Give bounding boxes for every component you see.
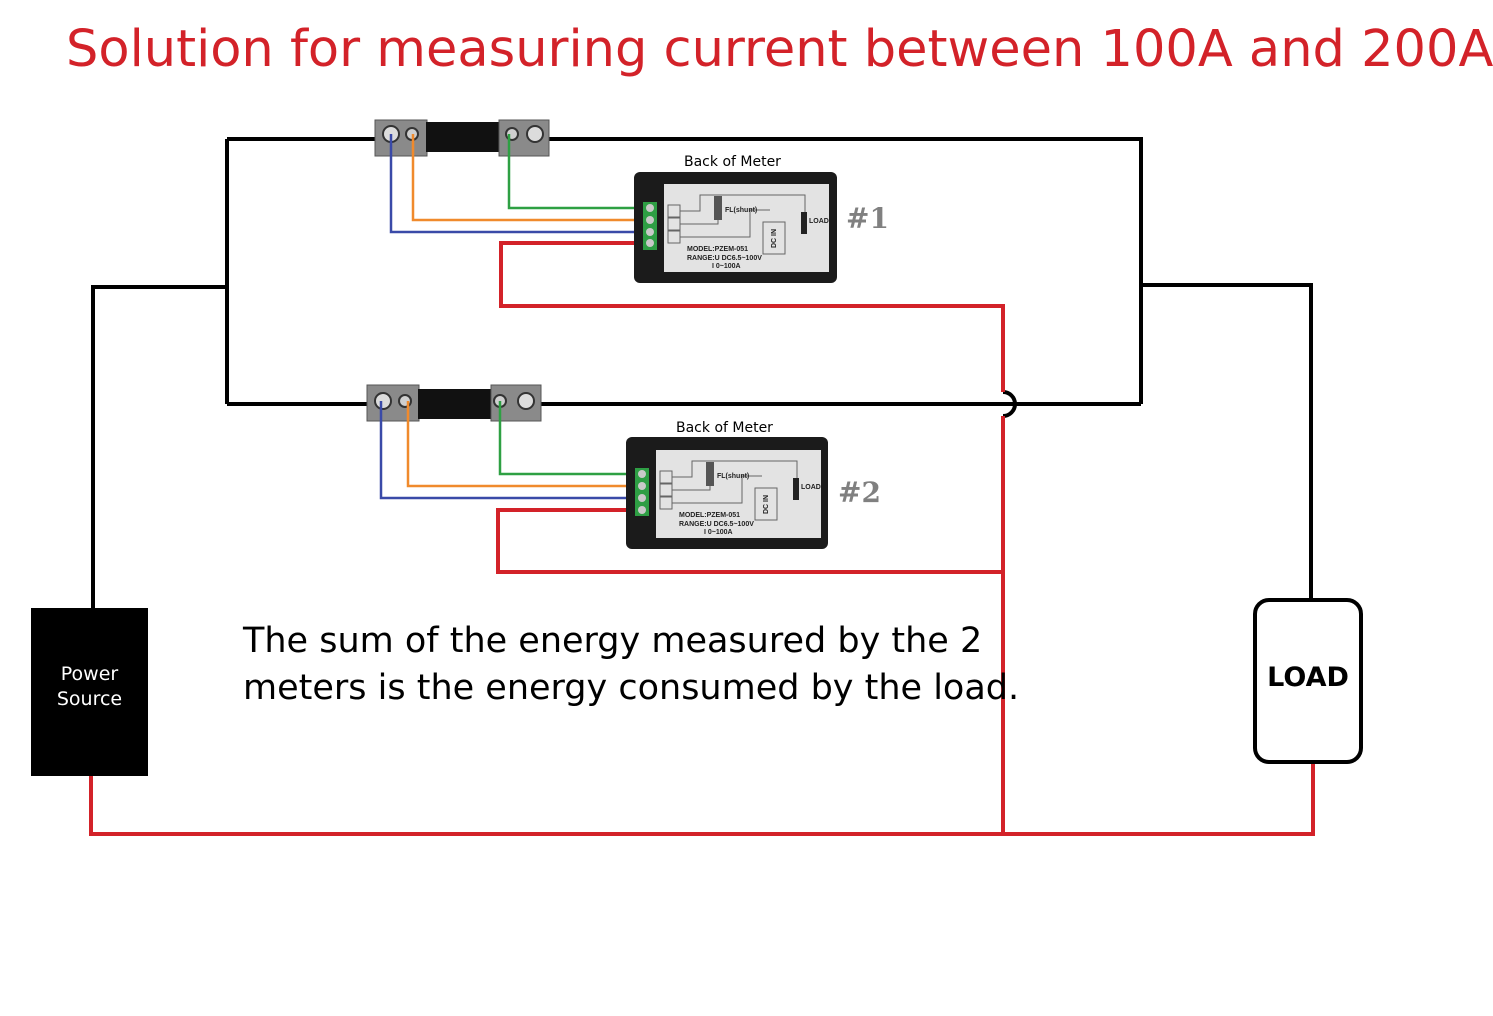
label-shunt-block	[706, 462, 714, 486]
load-label: LOAD	[1267, 662, 1349, 693]
terminal-screw-icon	[646, 228, 654, 236]
label-range-u-text: RANGE:U DC6.5~100V	[679, 521, 754, 528]
meter1-tag: #1	[846, 202, 889, 235]
power-source-label: Power Source	[31, 662, 148, 712]
meter1-caption: Back of Meter	[684, 154, 781, 170]
terminal-screw-icon	[638, 506, 646, 514]
meter1-sense-wires	[389, 134, 651, 234]
meter2-sense-wires	[379, 401, 643, 500]
green-wire	[498, 401, 643, 476]
terminal-screw-icon	[638, 482, 646, 490]
meter2-caption: Back of Meter	[676, 420, 773, 436]
power-source-line2: Source	[56, 688, 123, 710]
dc-in-box	[754, 487, 778, 521]
label-shunt-block	[714, 196, 722, 220]
shunt-bar	[418, 389, 494, 419]
label-dcin-text: DC IN	[763, 495, 770, 514]
terminal-screw-icon	[646, 239, 654, 247]
energy-note: The sum of the energy measured by the 2 …	[243, 618, 1019, 712]
positive-wiring	[89, 241, 1315, 836]
energy-note-line1: The sum of the energy measured by the 2	[243, 621, 983, 661]
label-load-block	[793, 478, 799, 500]
blue-wire	[379, 401, 643, 500]
meter2-tag: #2	[838, 476, 881, 509]
meter1-power-wire	[499, 241, 1005, 392]
shunt-bolt-icon	[526, 125, 544, 143]
shunt-terminal-left	[374, 119, 428, 157]
meter-2-back: FL(shunt) LOAD DC IN MODEL:PZEM-051 RANG…	[626, 437, 828, 549]
diagram-title: Solution for measuring current between 1…	[66, 20, 1493, 79]
energy-note-line2: meters is the energy consumed by the loa…	[243, 668, 1020, 708]
meter-1-back: FL(shunt) LOAD DC IN MODEL:PZEM-051 RANG…	[634, 172, 837, 283]
blue-wire	[389, 134, 651, 234]
label-dcin-text: DC IN	[771, 229, 778, 248]
load-box	[1253, 598, 1363, 764]
source-negative-wire	[91, 285, 227, 608]
label-model-text: MODEL:PZEM-051	[679, 512, 740, 519]
label-range-i-text: I 0~100A	[704, 529, 733, 536]
dc-in-box	[762, 221, 786, 255]
terminal-block	[643, 202, 657, 250]
label-load-text: LOAD	[809, 218, 829, 225]
shunt-bar	[426, 122, 502, 152]
label-shunt-text: FL(shunt)	[725, 207, 757, 214]
shunt-1	[374, 119, 550, 157]
orange-wire	[411, 134, 651, 222]
label-shunt-text: FL(shunt)	[717, 473, 749, 480]
shunt-2	[366, 384, 542, 422]
meter2-power-wire	[496, 508, 1003, 574]
label-load-text: LOAD	[801, 484, 821, 491]
label-load-block	[801, 212, 807, 234]
terminal-block	[635, 468, 649, 516]
label-circuit-line	[680, 194, 806, 212]
terminal-screw-icon	[638, 470, 646, 478]
source-positive-wire	[89, 762, 1315, 836]
power-source-line1: Power	[60, 663, 119, 685]
load-negative-wire	[1141, 283, 1313, 600]
label-range-u-text: RANGE:U DC6.5~100V	[687, 255, 762, 262]
shunt-bolt-icon	[374, 392, 392, 410]
label-circuit-line	[680, 209, 770, 238]
terminal-screw-icon	[646, 216, 654, 224]
shunt-bolt-icon	[517, 392, 535, 410]
terminal-screw-icon	[646, 204, 654, 212]
orange-wire	[406, 401, 643, 488]
wiring-diagram: FL(shunt) LOAD DC IN MODEL:PZEM-051 RANG…	[31, 119, 1363, 836]
label-model-text: MODEL:PZEM-051	[687, 246, 748, 253]
green-wire	[507, 134, 651, 210]
label-circuit-line	[672, 475, 762, 504]
label-range-i-text: I 0~100A	[712, 263, 741, 270]
label-circuit-line	[672, 460, 798, 478]
terminal-screw-icon	[638, 494, 646, 502]
power-source-box	[31, 608, 148, 776]
